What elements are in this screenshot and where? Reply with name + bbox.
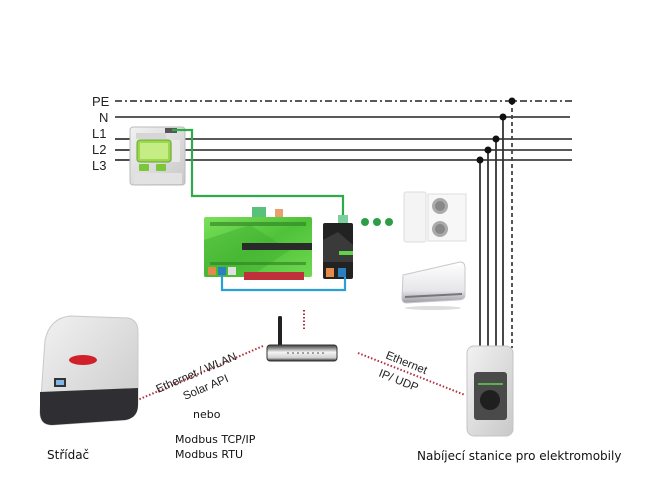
junction-n — [499, 113, 507, 121]
link-router-charger — [357, 352, 466, 396]
link-inverter-router — [132, 345, 264, 403]
bus-label-l2: L2 — [92, 142, 106, 157]
bus-label-n: N — [99, 110, 108, 125]
ev-charging-station — [466, 345, 514, 437]
caption-charging-station: Nabíjecí stanice pro elektromobily — [417, 449, 621, 463]
junction-l2 — [484, 146, 492, 154]
air-conditioner — [401, 261, 466, 310]
protocol-modbus-rtu: Modbus RTU — [175, 448, 243, 461]
more-dot-3 — [385, 218, 393, 226]
extension-module — [323, 215, 353, 279]
automation-controller — [204, 207, 312, 280]
bus-label-pe: PE — [92, 94, 110, 109]
inverter — [39, 315, 139, 426]
bus-label-l3: L3 — [92, 158, 106, 173]
junction-l1 — [492, 135, 500, 143]
bus-label-l1: L1 — [92, 126, 106, 141]
energy-meter — [129, 126, 186, 186]
heat-pump — [403, 191, 467, 243]
more-dot-1 — [361, 218, 369, 226]
junction-l3 — [476, 156, 484, 164]
junction-pe — [508, 97, 516, 105]
lan-wire — [220, 275, 347, 292]
modbus-wire — [172, 128, 345, 218]
wifi-router — [266, 316, 338, 362]
caption-inverter: Střídač — [47, 448, 89, 462]
protocol-modbus-tcp: Modbus TCP/IP — [175, 433, 256, 446]
more-dot-2 — [373, 218, 381, 226]
or-label: nebo — [193, 408, 221, 421]
